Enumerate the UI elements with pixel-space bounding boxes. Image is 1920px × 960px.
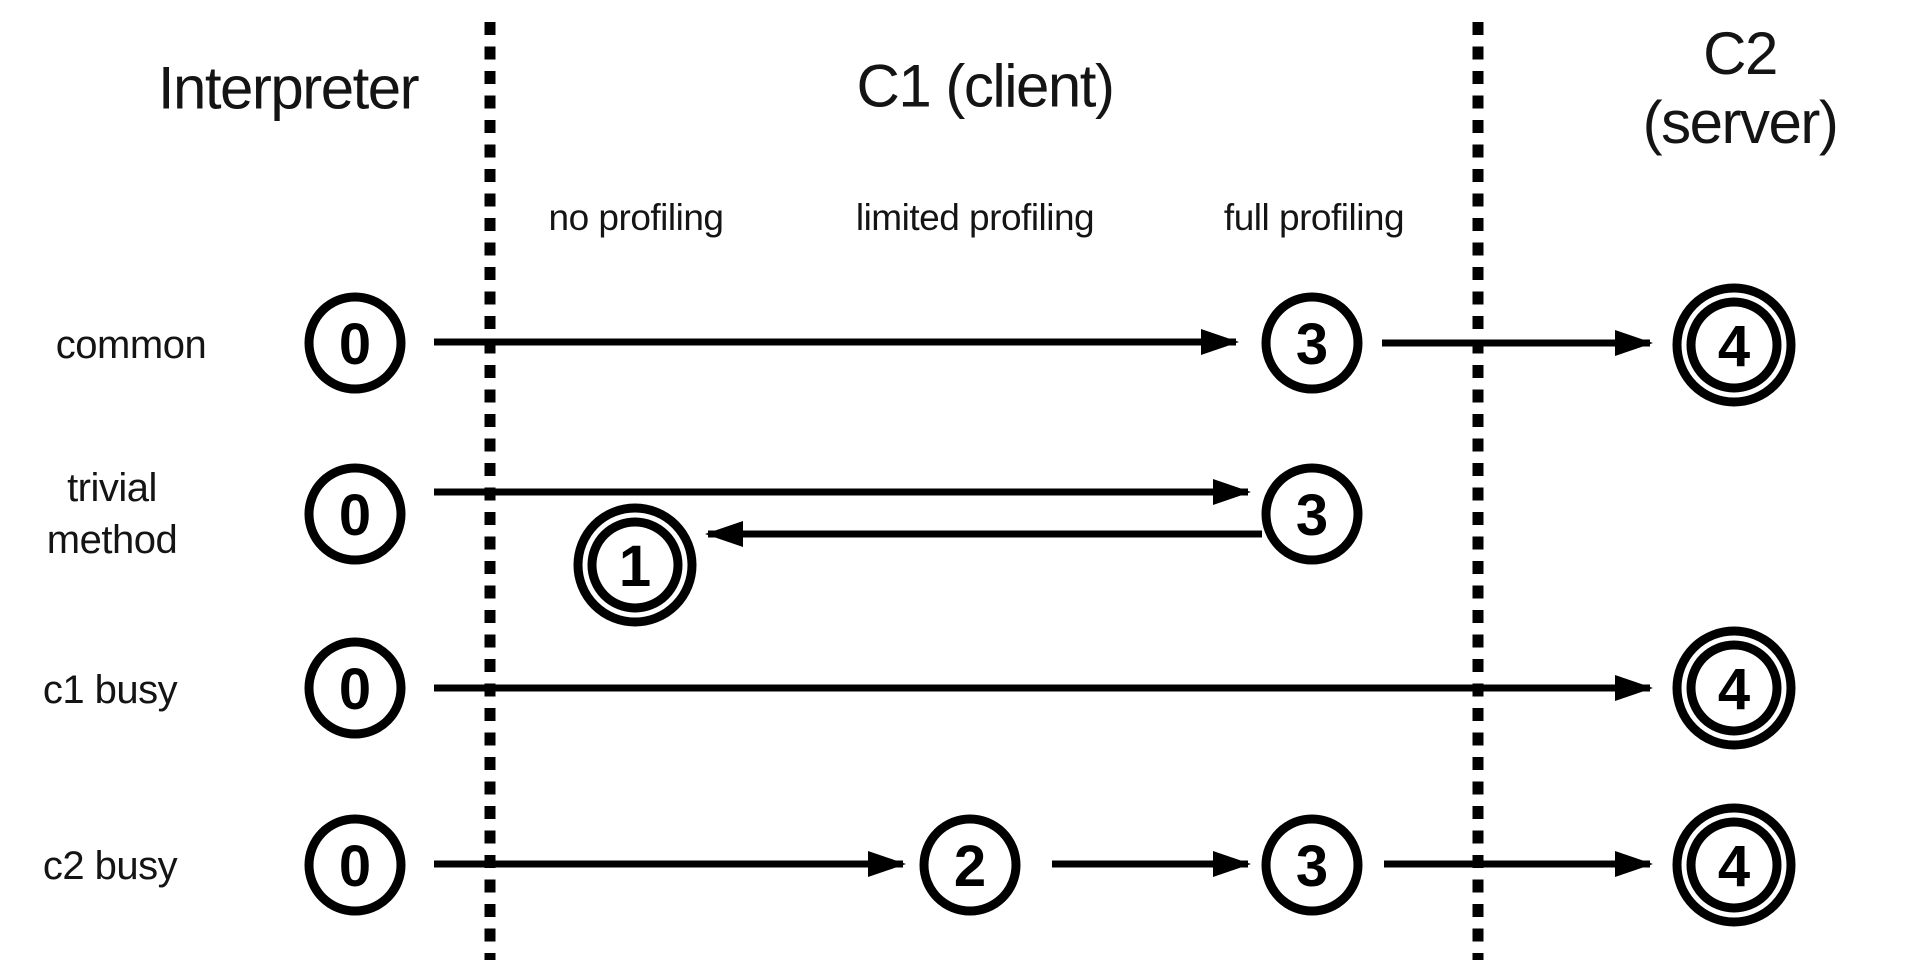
state-number-common-3: 3 bbox=[1296, 312, 1328, 377]
state-node-c1busy-4: 4 bbox=[1672, 626, 1796, 750]
state-node-trivial-0: 0 bbox=[304, 463, 406, 565]
state-node-c2busy-4: 4 bbox=[1672, 803, 1796, 927]
state-node-c1busy-0: 0 bbox=[304, 637, 406, 739]
state-node-common-0: 0 bbox=[304, 292, 406, 394]
state-number-c1busy-4: 4 bbox=[1718, 657, 1750, 722]
state-number-common-0: 0 bbox=[339, 312, 371, 377]
state-number-c1busy-0: 0 bbox=[339, 657, 371, 722]
state-number-trivial-0: 0 bbox=[339, 483, 371, 548]
row-label-common: common bbox=[55, 323, 207, 367]
state-node-common-3: 3 bbox=[1261, 292, 1363, 394]
column-header-interpreter: Interpreter bbox=[157, 54, 420, 122]
state-node-trivial-1: 1 bbox=[573, 503, 697, 627]
row-label-c1-busy: c1 busy bbox=[42, 668, 178, 712]
column-header-c2-server: C2 (server) bbox=[1642, 20, 1839, 156]
sublabel-full-profiling: full profiling bbox=[1223, 197, 1405, 238]
state-node-c2busy-3: 3 bbox=[1261, 814, 1363, 916]
state-number-c2busy-2: 2 bbox=[954, 834, 986, 899]
state-number-c2busy-0: 0 bbox=[339, 834, 371, 899]
sublabel-no-profiling: no profiling bbox=[548, 197, 724, 238]
sublabel-limited-profiling: limited profiling bbox=[855, 197, 1095, 238]
state-node-c2busy-0: 0 bbox=[304, 814, 406, 916]
row-label-c2-busy: c2 busy bbox=[42, 844, 178, 888]
state-node-trivial-3: 3 bbox=[1261, 463, 1363, 565]
state-number-trivial-1: 1 bbox=[619, 534, 651, 599]
state-number-c2busy-3: 3 bbox=[1296, 834, 1328, 899]
column-header-c1-client: C1 (client) bbox=[856, 52, 1115, 120]
state-number-c2busy-4: 4 bbox=[1718, 834, 1750, 899]
row-label-trivial-method: trivial method bbox=[46, 466, 178, 562]
state-node-c2busy-2: 2 bbox=[919, 814, 1021, 916]
state-number-trivial-3: 3 bbox=[1296, 483, 1328, 548]
state-node-common-4: 4 bbox=[1672, 283, 1796, 407]
state-number-common-4: 4 bbox=[1718, 314, 1750, 379]
